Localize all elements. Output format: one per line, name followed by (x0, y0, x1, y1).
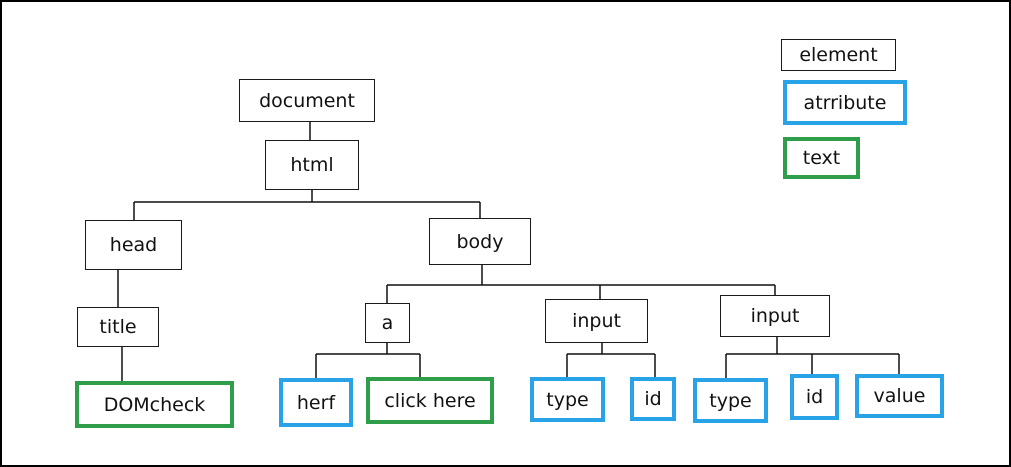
node-input-1: input (545, 299, 648, 343)
node-input-2: input (720, 295, 830, 337)
node-a-attr-herf: herf (279, 378, 353, 427)
node-title-text: DOMcheck (75, 381, 234, 428)
node-input-1-attr-id: id (630, 377, 676, 421)
node-input-1-attr-type: type (530, 377, 605, 422)
node-input-2-attr-id: id (790, 374, 839, 420)
node-input-2-attr-value: value (855, 374, 944, 418)
node-a: a (365, 303, 410, 343)
node-head: head (85, 220, 182, 270)
node-body: body (429, 218, 531, 265)
legend-attribute: atrribute (783, 80, 907, 125)
legend-element: element (781, 39, 896, 71)
legend-text: text (783, 137, 860, 179)
node-a-text: click here (366, 377, 494, 424)
node-document: document (239, 79, 375, 122)
node-title: title (77, 307, 159, 347)
node-html: html (265, 140, 359, 190)
node-input-2-attr-type: type (693, 378, 768, 423)
